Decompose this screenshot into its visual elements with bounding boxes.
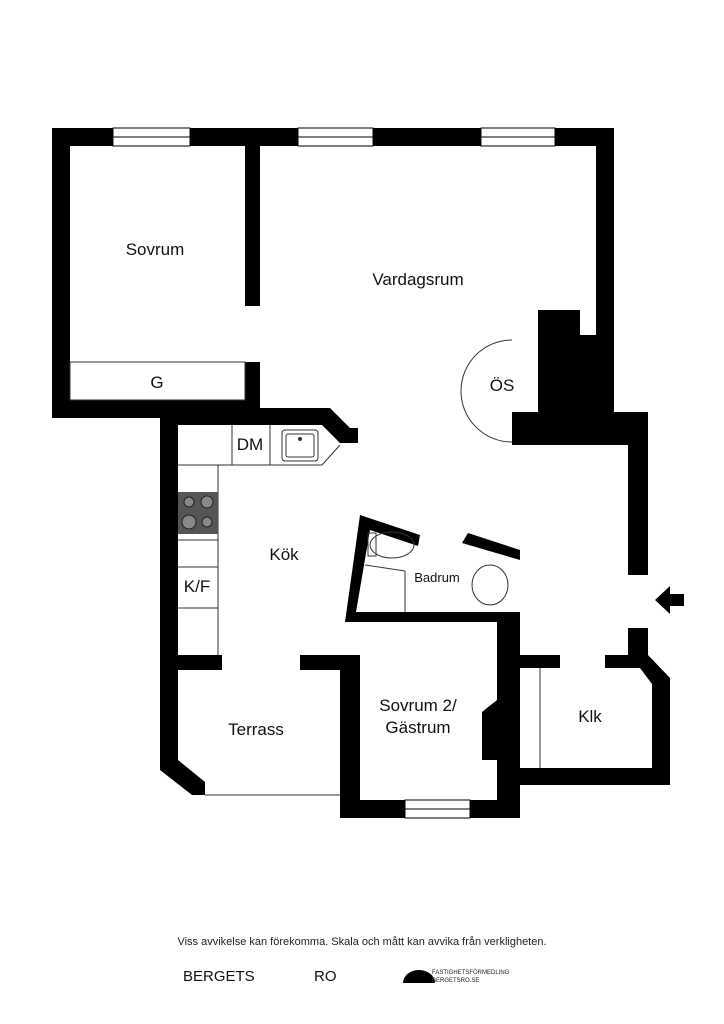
room-label-klk: Klk	[578, 707, 602, 726]
wall-sovrum-vardagsrum	[245, 146, 260, 306]
room-label-terrass: Terrass	[228, 720, 284, 739]
brand-right: RO	[314, 968, 337, 985]
room-label-badrum: Badrum	[414, 570, 460, 585]
brand-tagline: FASTIGHETSFÖRMEDLING	[432, 970, 510, 976]
brand-left: BERGETS	[183, 968, 255, 985]
chimney-wall	[512, 310, 648, 575]
fireplace-hearth	[460, 339, 513, 443]
wall-sovrum-stub	[245, 362, 260, 412]
wall-entrance-lower	[628, 628, 648, 658]
wall-klk-top-left	[520, 655, 560, 668]
wall-bathroom-right	[462, 533, 520, 560]
wall-right-upper	[596, 128, 614, 338]
room-label-sovrum2: Sovrum 2/ Gästrum	[379, 696, 457, 737]
entrance-arrow-icon	[655, 586, 684, 614]
disclaimer: Viss avvikelse kan förekomma. Skala och …	[177, 936, 547, 948]
entrance-door-opening	[629, 575, 648, 628]
wall-sovrum2	[340, 620, 520, 818]
wall-terrace-corner	[160, 760, 205, 795]
wall-terrace-top-left	[160, 655, 222, 670]
washbasin-icon	[471, 564, 509, 606]
wall-left	[52, 128, 70, 418]
wall-terrace-top-right	[300, 655, 360, 670]
room-label-diskmaskin: DM	[236, 435, 264, 454]
toilet-icon	[369, 531, 415, 559]
kitchen-counter	[231, 425, 341, 466]
windows	[112, 127, 556, 819]
room-label-sovrum: Sovrum	[125, 240, 185, 259]
brand-website: BERGETSRO.SE	[432, 978, 480, 984]
wardrobe	[69, 361, 246, 401]
room-label-garderob: G	[150, 373, 164, 392]
walls	[52, 128, 670, 818]
room-label-oppen-spis: ÖS	[489, 376, 515, 395]
room-label-kyl-frys: K/F	[183, 577, 211, 596]
wall-klk	[520, 655, 670, 785]
stove-icon	[178, 492, 218, 534]
room-label-kok: Kök	[269, 545, 299, 564]
sink-icon	[281, 429, 319, 462]
room-label-vardagsrum: Vardagsrum	[372, 270, 464, 289]
logo-icon	[403, 970, 435, 983]
wall-bathroom	[345, 515, 520, 622]
